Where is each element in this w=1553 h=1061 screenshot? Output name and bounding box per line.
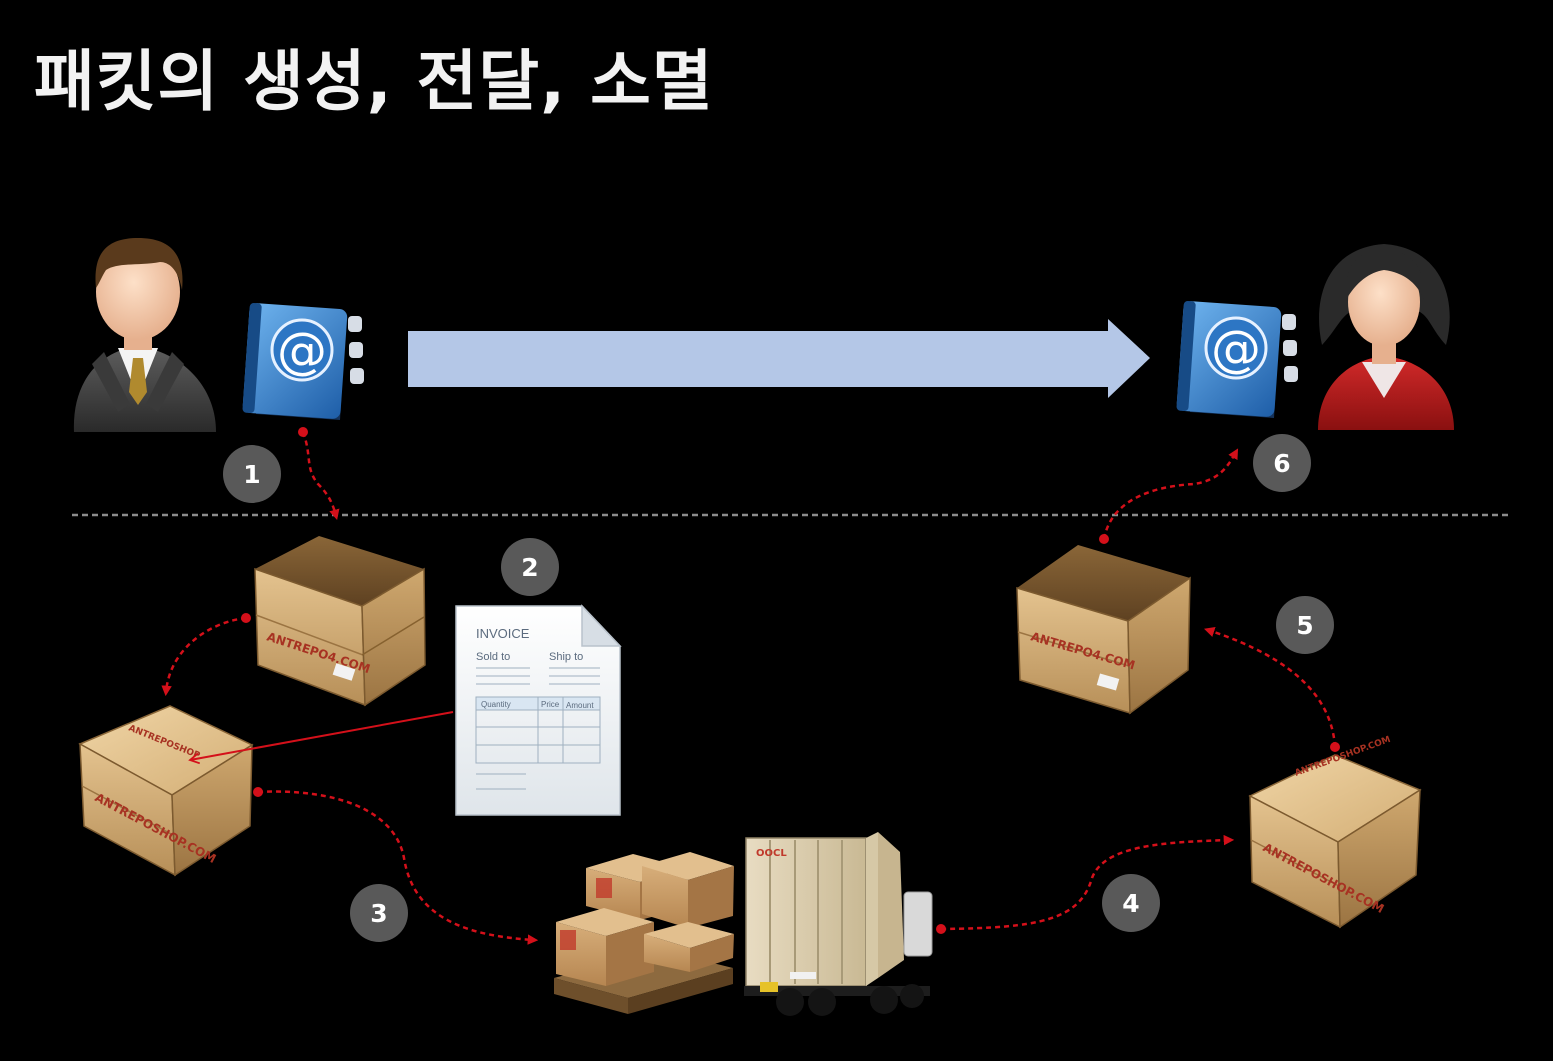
step-marker-2: 2 (501, 538, 559, 596)
slide-title: 패킷의 생성, 전달, 소멸 (34, 43, 714, 120)
step-marker-3: 3 (350, 884, 408, 942)
container-truck-icon: OOCL (744, 832, 933, 1016)
crate-icon: ANTREPOSHOP.COM ANTREPOSHOP.COM (1248, 735, 1422, 929)
receiver-address-book-icon: @ (1176, 300, 1298, 418)
main-transfer-arrow (408, 319, 1150, 398)
flow-arrows (161, 427, 1340, 945)
sender-address-book-icon: @ (242, 302, 364, 420)
receiver-woman-icon (1318, 244, 1454, 430)
flow-arrow-5 (1204, 626, 1337, 748)
crate-icon: ANTREPO4.COM (1016, 545, 1191, 715)
invoice-title: INVOICE (476, 626, 530, 641)
step-marker-1: 1 (223, 445, 281, 503)
invoice-ship-to: Ship to (549, 651, 583, 663)
flow-arrow-4 (940, 834, 1235, 931)
svg-text:OOCL: OOCL (756, 848, 787, 859)
sender-at-symbol: @ (277, 322, 327, 380)
receiver-at-symbol: @ (1211, 320, 1261, 378)
step-number: 3 (370, 899, 387, 928)
sender-man-icon (73, 238, 216, 432)
flow-arrow-3 (257, 790, 539, 945)
step-marker-4: 4 (1102, 874, 1160, 932)
flow-arrow-1 (301, 431, 340, 521)
invoice-col-price: Price (541, 700, 560, 709)
crate-icon: ANTREPO4.COM (254, 536, 426, 707)
invoice-document-icon: INVOICE Sold to Ship to Quantity (455, 604, 622, 816)
step-number: 4 (1122, 889, 1139, 918)
invoice-col-amount: Amount (566, 701, 594, 710)
cardboard-boxes-pallet-icon (554, 852, 734, 1014)
invoice-col-quantity: Quantity (481, 700, 511, 709)
step-number: 6 (1273, 449, 1290, 478)
step-number: 5 (1296, 611, 1313, 640)
step-number: 1 (243, 460, 260, 489)
flow-arrow-6 (1102, 448, 1239, 540)
step-marker-6: 6 (1253, 434, 1311, 492)
flow-arrow-1b (161, 616, 247, 697)
flow-arrow-2 (188, 711, 454, 765)
crate-icon: ANTREPOSHOP.COM ANTREPOSHOP (78, 705, 254, 877)
invoice-sold-to: Sold to (476, 651, 510, 663)
step-marker-5: 5 (1276, 596, 1334, 654)
step-number: 2 (521, 553, 538, 582)
